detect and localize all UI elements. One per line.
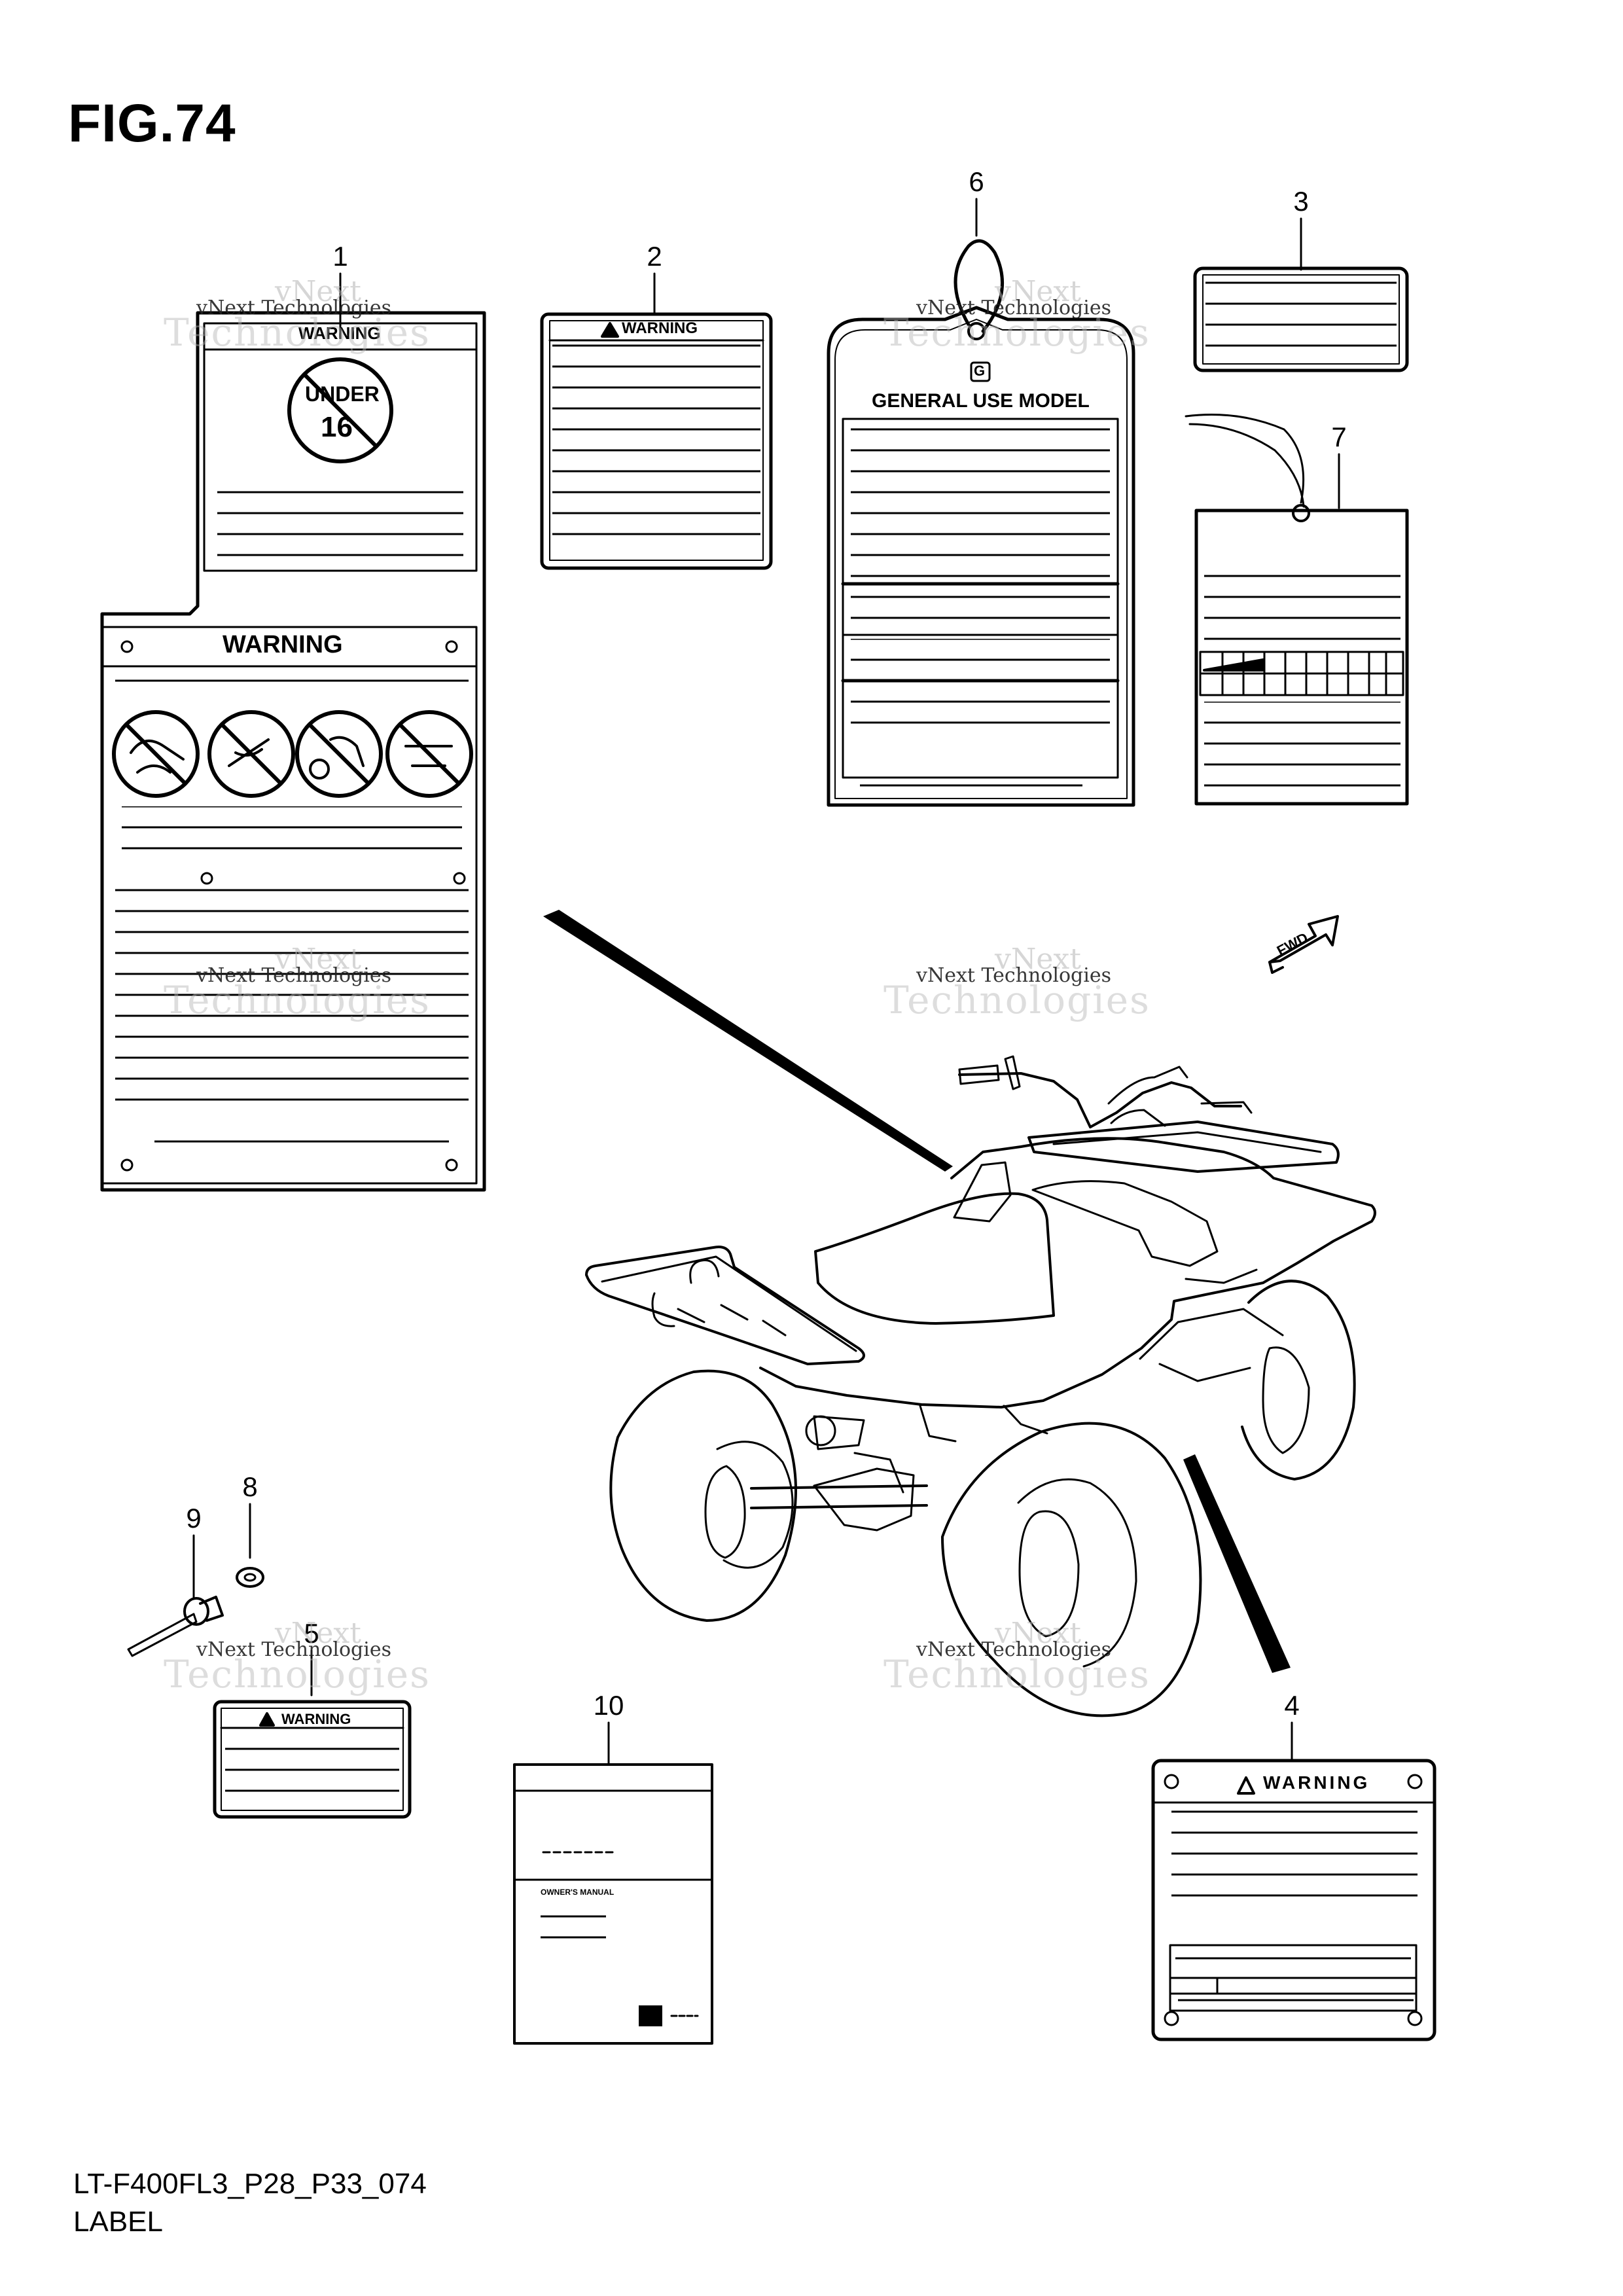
no-helmet-icon: [385, 710, 473, 798]
label-1-big-warning-text: WARNING: [223, 631, 343, 658]
label-4-warning: [1151, 1759, 1436, 2041]
under-text: UNDER: [305, 382, 380, 406]
rear-wheel: [609, 1369, 797, 1622]
fwd-arrow-icon: [1268, 915, 1339, 974]
part-8-washer: [236, 1567, 264, 1588]
callout-8: 8: [242, 1471, 258, 1502]
age-16-text: 16: [321, 411, 353, 443]
general-use-model-text: GENERAL USE MODEL: [872, 390, 1090, 412]
owners-manual-text: OWNER'S MANUAL: [541, 1888, 615, 1897]
label-5-warning-text: WARNING: [281, 1711, 351, 1727]
label-1-warning-under16: [100, 311, 486, 1192]
callout-2: 2: [647, 241, 662, 272]
label-7-hang-tag: [1185, 414, 1409, 806]
callout-9: 9: [186, 1503, 202, 1534]
part-9-rivet: [127, 1596, 224, 1657]
label-10-owners-manual: [513, 1763, 713, 2045]
label-2-warning-text: WARNING: [622, 319, 698, 337]
front-wheel: [941, 1422, 1202, 1717]
callout-6: 6: [969, 166, 984, 197]
handlebar: [958, 1072, 1092, 1128]
label-6-general-use-tag: [827, 239, 1135, 807]
under16-prohibition-icon: [287, 357, 393, 463]
figure-title: FIG.74: [68, 94, 236, 153]
no-paved-road-icon: [207, 710, 295, 798]
pointer-wedge-label1: [543, 910, 953, 1172]
label-3-small-label: [1193, 266, 1409, 372]
rear-rack: [585, 1246, 865, 1365]
tag-string-loop: [954, 239, 1004, 333]
no-passenger-icon: [112, 710, 200, 798]
callout-5: 5: [304, 1618, 319, 1649]
label-5-warning: [213, 1700, 412, 1819]
no-drinking-icon: [295, 710, 383, 798]
label-1-warning-text: WARNING: [298, 323, 381, 343]
seat: [814, 1192, 1055, 1325]
pointer-wedge-label4: [1183, 1454, 1291, 1673]
prohibition-icons-row: [112, 710, 473, 798]
label-2-warning: [540, 312, 773, 570]
front-wheel-rear: [1241, 1280, 1356, 1480]
front-rack: [1027, 1121, 1340, 1173]
brand-logo-icon: [639, 2005, 662, 2026]
figure-code: LT-F400FL3_P28_P33_074: [73, 2168, 427, 2200]
callout-10: 10: [593, 1690, 624, 1721]
callout-4: 4: [1284, 1690, 1300, 1721]
callout-3: 3: [1293, 186, 1309, 217]
g-badge: G: [974, 363, 986, 379]
figure-name: LABEL: [73, 2206, 163, 2238]
body-fender: [759, 1137, 1376, 1408]
callout-7: 7: [1331, 422, 1347, 452]
tag-string: [1185, 414, 1305, 504]
callout-1: 1: [332, 241, 348, 272]
atv-vehicle: [585, 1055, 1376, 1717]
label-4-warning-text: WARNING: [1263, 1772, 1370, 1793]
